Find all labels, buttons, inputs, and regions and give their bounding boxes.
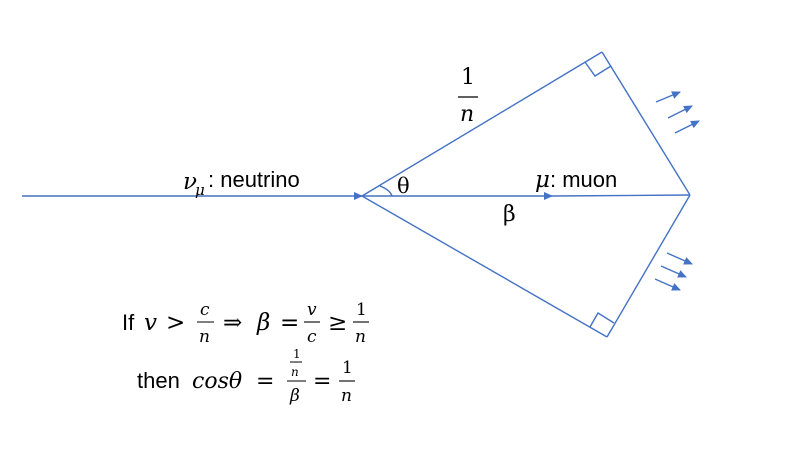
- one-over-n-numerator: 1: [461, 65, 475, 90]
- eq2-then: then: [137, 368, 180, 393]
- eq1-geq: ≥: [328, 310, 347, 336]
- light-ray-arrow: [655, 91, 681, 103]
- eq1-n2: n: [355, 327, 366, 347]
- light-ray-arrow: [660, 265, 687, 278]
- beta-label: β: [503, 202, 516, 227]
- eq1-beta: β: [256, 310, 270, 336]
- eq1-v: v: [144, 310, 157, 336]
- theta-arc: [379, 185, 393, 197]
- theta-label: θ: [397, 174, 410, 198]
- light-ray-arrow: [674, 120, 700, 134]
- eq1-if: If: [122, 310, 135, 335]
- lower-wavefront-line: [606, 194, 691, 338]
- eq2-cos: cosθ: [192, 369, 242, 394]
- muon-line-extension: [551, 194, 691, 197]
- eq1-n: n: [199, 327, 210, 347]
- light-ray-arrow: [666, 252, 693, 265]
- neutrino-subscript: μ: [195, 181, 205, 199]
- upper-wavefront-line: [601, 51, 691, 196]
- neutrino-label: : neutrino: [208, 167, 300, 192]
- eq1-eq: =: [280, 310, 299, 336]
- eq2-beta: β: [289, 386, 300, 406]
- eq1-gt: >: [166, 310, 185, 336]
- eq2-n: n: [291, 365, 299, 379]
- one-over-n-denominator: n: [460, 102, 474, 127]
- eq1-v2: v: [307, 300, 317, 320]
- upper-right-angle-marker: [584, 61, 612, 77]
- eq2-eq2: =: [313, 369, 331, 394]
- light-ray-arrow: [654, 278, 681, 291]
- eq2-one: 1: [293, 347, 301, 361]
- muon-label: : muon: [550, 167, 617, 192]
- light-ray-arrow: [667, 105, 693, 119]
- eq2-eq: =: [256, 369, 274, 394]
- equation-line-1: If v > c n ⇒ β = v c ≥ 1 n: [122, 300, 369, 347]
- eq2-one2: 1: [342, 358, 353, 378]
- equation-line-2: then cosθ = 1 n β = 1 n: [137, 347, 355, 406]
- muon-symbol: μ: [535, 167, 550, 193]
- lower-cone-line: [361, 195, 608, 338]
- eq1-implies: ⇒: [223, 310, 242, 336]
- eq2-n2: n: [341, 386, 352, 406]
- eq1-c2: c: [307, 327, 317, 347]
- lower-right-angle-marker: [589, 312, 615, 328]
- eq1-one: 1: [356, 300, 367, 320]
- upper-cone-line: [361, 51, 603, 197]
- neutrino-symbol: ν: [183, 169, 197, 195]
- eq1-c: c: [200, 300, 210, 320]
